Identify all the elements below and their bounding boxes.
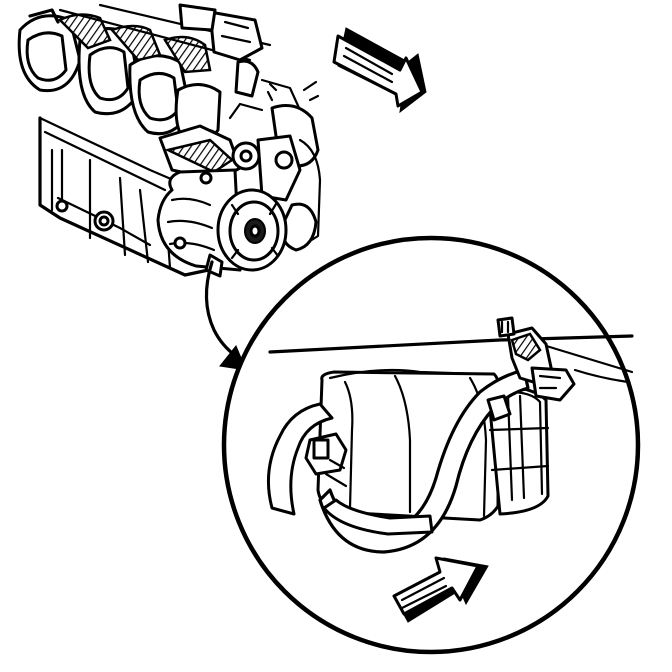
- vehicle-front-arrow-bottom: [392, 556, 489, 623]
- intake-manifold: [17, 3, 272, 146]
- compressor-fitting-icon: [199, 171, 213, 185]
- engine-block: [17, 3, 322, 277]
- detail-view: [221, 235, 641, 655]
- vehicle-front-arrow-top: [332, 27, 427, 114]
- callout-arrow: [204, 260, 247, 371]
- hose-fitting-bolt-icon: [312, 438, 330, 460]
- compressor-detail: [304, 368, 550, 522]
- ac-compressor: [156, 168, 288, 278]
- hose-assembly: [266, 316, 576, 554]
